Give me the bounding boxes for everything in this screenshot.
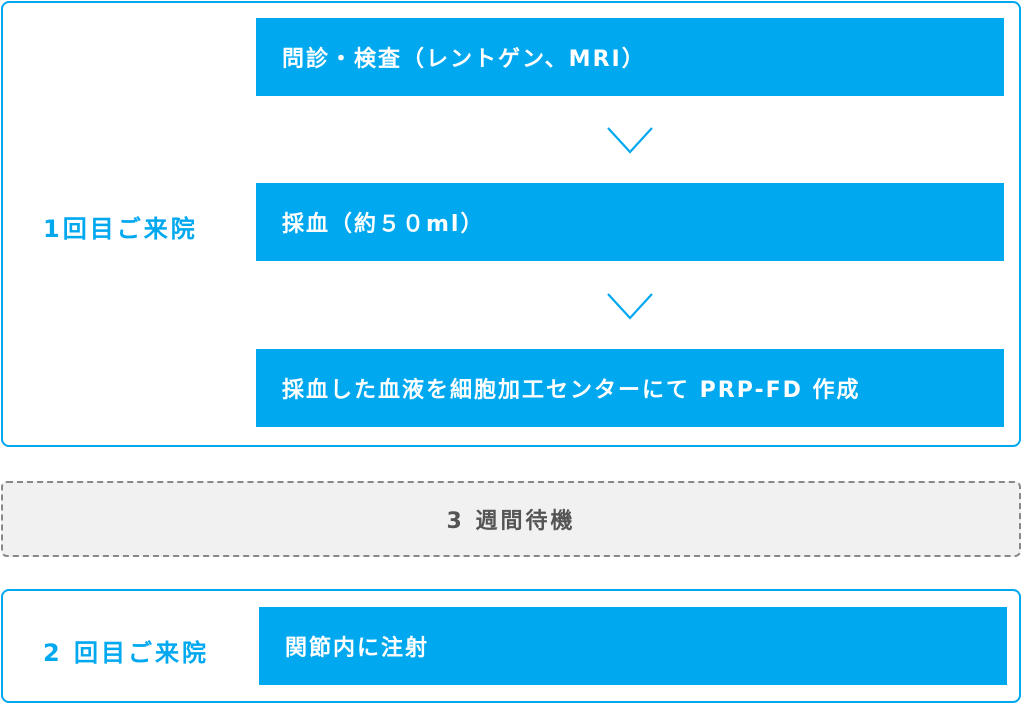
step-blood-draw-label: 採血（約５０ml） [282,212,485,237]
second-visit-panel: 2 回目ご来院 関節内に注射 [1,589,1021,703]
step-consultation-examination-label: 問診・検査（レントゲン、MRI） [282,47,646,72]
first-visit-label: 1回目ご来院 [43,215,198,243]
step-joint-injection-label: 関節内に注射 [285,636,430,661]
step-blood-draw: 採血（約５０ml） [256,183,1004,261]
waiting-period-label: 3 週間待機 [446,509,576,534]
chevron-down-icon [607,127,653,154]
second-visit-label: 2 回目ご来院 [43,639,210,667]
chevron-down-icon [607,293,653,320]
step-prp-fd-creation-label: 採血した血液を細胞加工センターにて PRP-FD 作成 [282,378,861,403]
waiting-period-panel: 3 週間待機 [1,481,1021,557]
step-joint-injection: 関節内に注射 [259,607,1007,685]
step-prp-fd-creation: 採血した血液を細胞加工センターにて PRP-FD 作成 [256,349,1004,427]
step-consultation-examination: 問診・検査（レントゲン、MRI） [256,18,1004,96]
